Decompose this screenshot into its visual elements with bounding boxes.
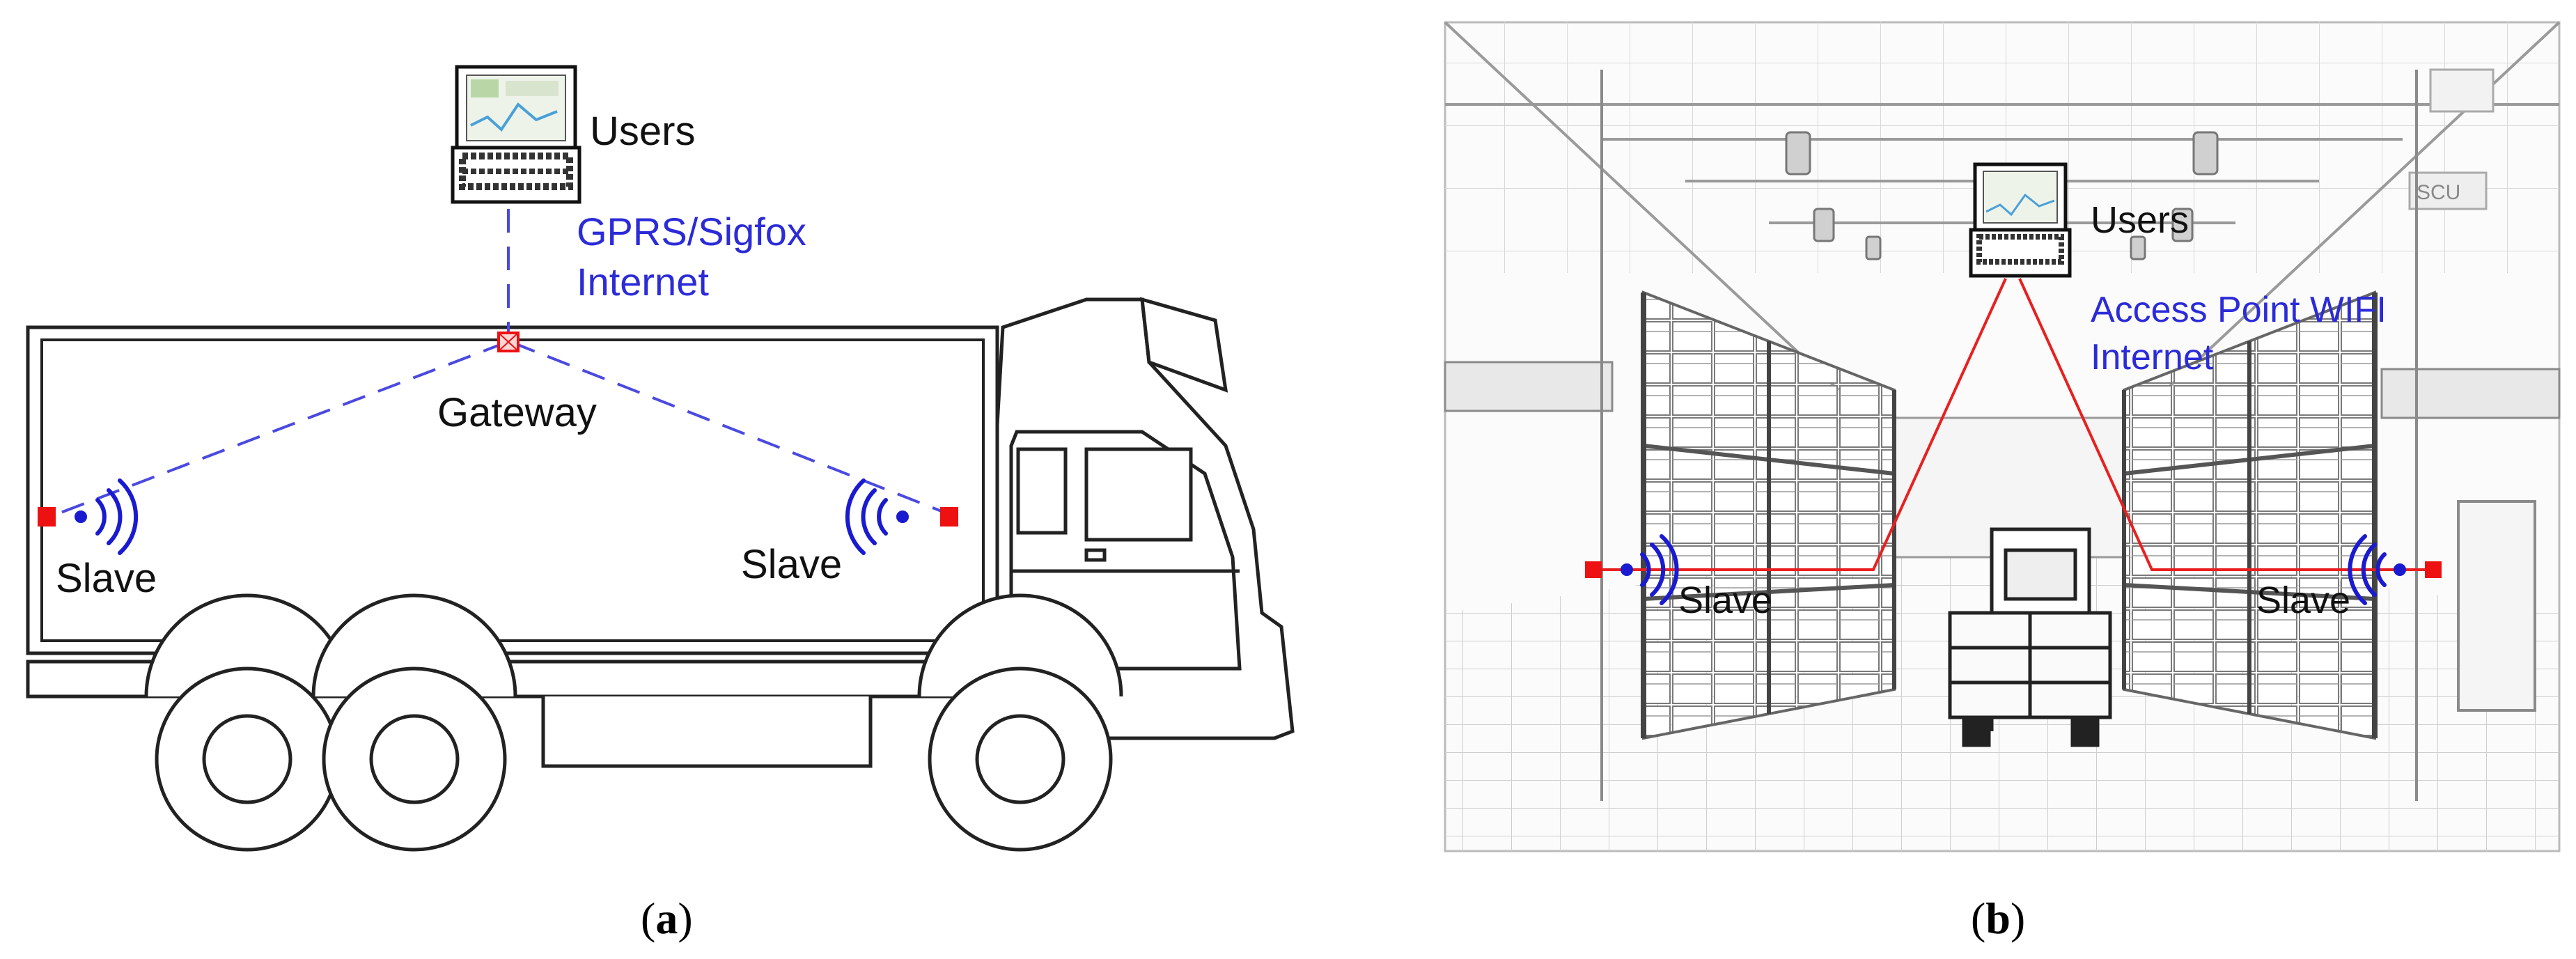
slave-label-right-a: Slave	[741, 542, 842, 587]
users-label-a: Users	[590, 109, 695, 154]
rack-right	[2122, 290, 2378, 740]
network-label-b-2: Internet	[2091, 337, 2214, 377]
slave-label-left-b: Slave	[1678, 579, 1772, 621]
laptop-icon-b	[1969, 162, 2072, 278]
network-links-a	[56, 209, 949, 515]
wifi-icon-right-a	[845, 478, 909, 555]
forklift	[1948, 527, 2112, 747]
network-links-b	[1593, 278, 2433, 571]
gateway-label: Gateway	[437, 390, 597, 435]
slave-node-right-b	[2425, 561, 2442, 578]
slave-node-left-a	[38, 507, 56, 527]
truck-wheels	[144, 593, 1123, 852]
rack-left	[1641, 290, 1896, 740]
scu-sign: SCU	[2408, 68, 2495, 210]
slave-node-left-b	[1585, 561, 1602, 578]
truck-cargo-box	[26, 325, 999, 655]
network-label-b-1: Access Point WIFI	[2091, 290, 2387, 330]
slave-node-right-a	[940, 507, 958, 527]
slave-label-right-b: Slave	[2256, 579, 2350, 621]
network-label-a-2: Internet	[577, 260, 709, 304]
ducts	[1444, 361, 2561, 419]
sign-label: SCU	[2417, 181, 2460, 204]
wifi-icon-left-b	[1621, 534, 1679, 605]
gateway-node	[497, 332, 520, 352]
panel-a: Users GPRS/Sigfox Internet	[26, 65, 1295, 943]
slave-label-left-a: Slave	[56, 556, 157, 601]
caption-b: (b)	[1971, 894, 2025, 943]
ceiling-lamps	[1785, 131, 2219, 260]
panel-b: SCU	[1444, 21, 2561, 943]
caption-a: (a)	[641, 894, 693, 943]
wifi-icon-right-b	[2348, 534, 2406, 605]
wifi-icon-left-a	[75, 478, 139, 555]
users-label-b: Users	[2091, 199, 2189, 241]
network-label-a-1: GPRS/Sigfox	[577, 210, 806, 254]
laptop-icon	[451, 65, 581, 204]
side-walls	[1600, 70, 2536, 801]
